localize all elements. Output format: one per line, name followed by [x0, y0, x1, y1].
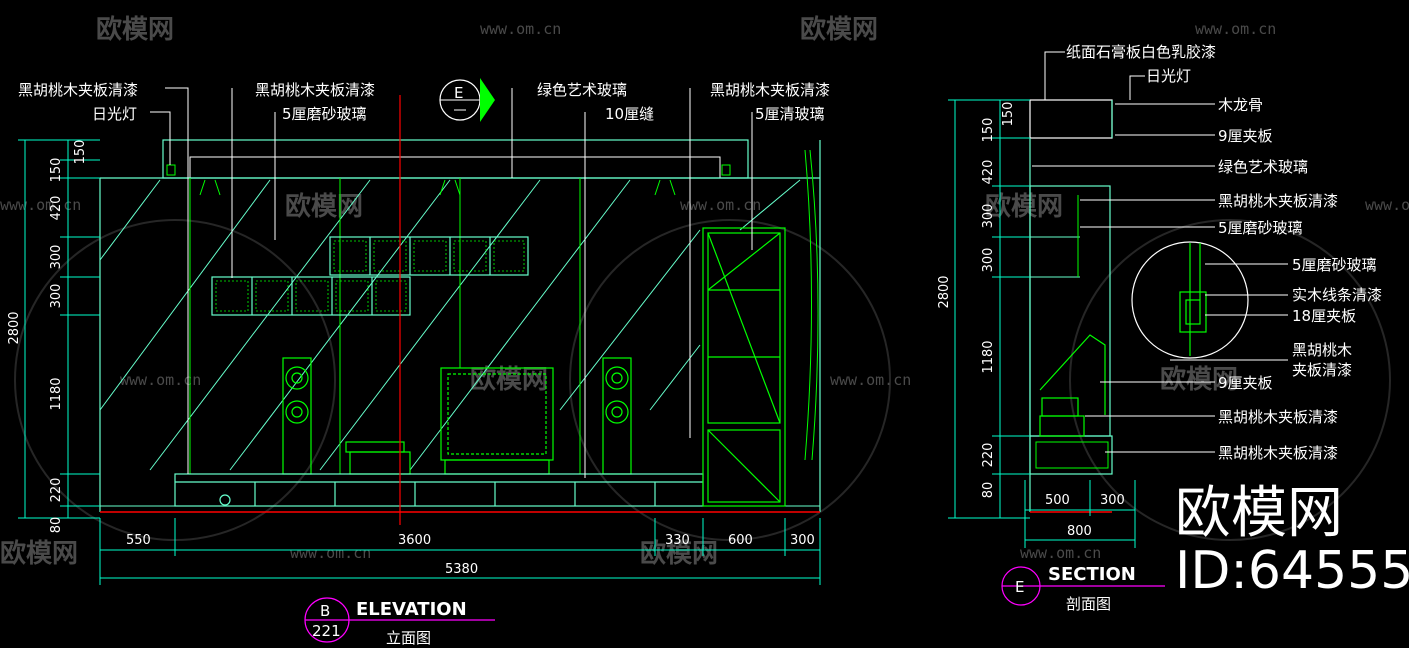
section-label: 绿色艺术玻璃: [1218, 158, 1308, 176]
detail-label: 5厘磨砂玻璃: [1292, 256, 1377, 274]
dim-h: 420: [981, 160, 996, 185]
dim-w: 3600: [398, 533, 431, 548]
label-gap: 10厘缝: [605, 105, 654, 123]
label-clear-glass: 5厘清玻璃: [755, 105, 825, 123]
dim-w: 300: [1100, 493, 1125, 508]
watermark-site: www.om.cn: [1195, 20, 1276, 38]
elevation-title-ref-bottom: 221: [312, 622, 341, 640]
dim-w: 330: [665, 533, 690, 548]
dim-h: 80: [981, 482, 996, 499]
dim-h: 300: [981, 248, 996, 273]
dim-h: 300: [49, 284, 64, 309]
watermark-site: www.om.cn: [480, 20, 561, 38]
watermark-site: www.om.cn: [120, 371, 201, 389]
detail-label: 18厘夹板: [1292, 307, 1356, 325]
watermark-brand: 欧模网: [985, 191, 1063, 222]
section-marker-letter: E: [454, 84, 463, 102]
dim-w: 600: [728, 533, 753, 548]
watermark-site: www.om.cn: [290, 544, 371, 562]
dim-total-height: 2800: [937, 275, 952, 308]
section-label: 5厘磨砂玻璃: [1218, 219, 1303, 237]
section-label: 纸面石膏板白色乳胶漆: [1066, 43, 1216, 61]
section-marker: E: [439, 78, 495, 122]
detail-label: 黑胡桃木: [1292, 341, 1352, 359]
dim-h: 150: [49, 158, 64, 183]
dim-total-height: 2800: [7, 311, 22, 344]
dim-total-width: 800: [1067, 524, 1092, 539]
label-walnut-panel: 黑胡桃木夹板清漆: [255, 81, 375, 99]
dim-h: 420: [49, 196, 64, 221]
dim-h: 220: [981, 443, 996, 468]
label-frosted-glass: 5厘磨砂玻璃: [282, 105, 367, 123]
dim-h: 150: [981, 118, 996, 143]
dim-w: 550: [126, 533, 151, 548]
tv-cabinet: [174, 473, 704, 507]
elevation-title: B 221 ELEVATION 立面图: [304, 597, 495, 647]
section-leaders: [1032, 51, 1288, 453]
dim-h: 1180: [49, 377, 64, 410]
watermark-brand: 欧模网: [470, 364, 548, 395]
dim-h: 220: [49, 478, 64, 503]
label-fluorescent: 日光灯: [92, 105, 137, 123]
section-title-cn: 剖面图: [1066, 595, 1111, 613]
watermark-site: www.om.cn: [1020, 544, 1101, 562]
watermark-brand: 欧模网: [1160, 364, 1238, 395]
section-drawing: [1029, 99, 1249, 513]
elevation-title-en: ELEVATION: [356, 599, 467, 620]
label-walnut-panel: 黑胡桃木夹板清漆: [18, 81, 138, 99]
elevation-height-dims: [18, 139, 100, 519]
dim-h: 80: [49, 517, 64, 534]
dim-h: 300: [981, 204, 996, 229]
dim-w: 300: [790, 533, 815, 548]
watermark-site: www.om.cn: [680, 196, 761, 214]
section-title-ref: E: [1015, 578, 1024, 596]
brand-overlay: 欧模网 ID:645550: [1175, 481, 1409, 601]
section-label: 黑胡桃木夹板清漆: [1218, 192, 1338, 210]
section-title: E SECTION 剖面图: [1001, 564, 1165, 613]
elevation-drawing: [99, 95, 821, 525]
watermark-site: www.om.cn: [0, 196, 81, 214]
section-label: 9厘夹板: [1218, 127, 1273, 145]
watermark-brand: 欧模网: [800, 14, 878, 45]
dim-h: 150: [1001, 102, 1016, 127]
watermark-brand: 欧模网: [640, 538, 718, 569]
watermark-brand: 欧模网: [285, 191, 363, 222]
curtain: [804, 149, 812, 461]
watermark-brand: 欧模网: [96, 14, 174, 45]
left-speaker: [282, 357, 312, 475]
dim-h: 300: [49, 245, 64, 270]
watermark-brand: 欧模网: [0, 538, 78, 569]
detail-label: 实木线条清漆: [1292, 286, 1382, 304]
label-art-glass: 绿色艺术玻璃: [537, 81, 627, 99]
watermark-layer: 欧模网 欧模网 www.om.cn www.om.cn 欧模网 欧模网 www.…: [0, 14, 1409, 569]
dim-h: 150: [73, 140, 88, 165]
elevation-title-ref-top: B: [320, 602, 330, 620]
section-label: 日光灯: [1146, 67, 1191, 85]
label-walnut-panel: 黑胡桃木夹板清漆: [710, 81, 830, 99]
elevation-width-dims: [99, 518, 821, 585]
section-label: 黑胡桃木夹板清漆: [1218, 444, 1338, 462]
section-label: 9厘夹板: [1218, 374, 1273, 392]
right-speaker: [602, 357, 632, 475]
dim-h: 1180: [981, 340, 996, 373]
section-label: 黑胡桃木夹板清漆: [1218, 408, 1338, 426]
section-title-en: SECTION: [1048, 564, 1136, 585]
section-width-dims: [1024, 480, 1136, 548]
elevation-title-cn: 立面图: [386, 629, 431, 647]
display-cabinet: [702, 227, 786, 507]
brand-overlay-name: 欧模网: [1175, 481, 1343, 546]
detail-label: 夹板清漆: [1292, 361, 1352, 379]
watermark-site: www.om.cn: [1365, 196, 1409, 214]
section-height-dims: [948, 99, 1030, 519]
elevation-leaders: [150, 87, 753, 478]
watermark-site: www.om.cn: [830, 371, 911, 389]
brand-overlay-id: ID:645550: [1175, 541, 1409, 601]
dim-total-width: 5380: [445, 562, 478, 577]
dim-w: 500: [1045, 493, 1070, 508]
section-label: 木龙骨: [1218, 96, 1263, 114]
